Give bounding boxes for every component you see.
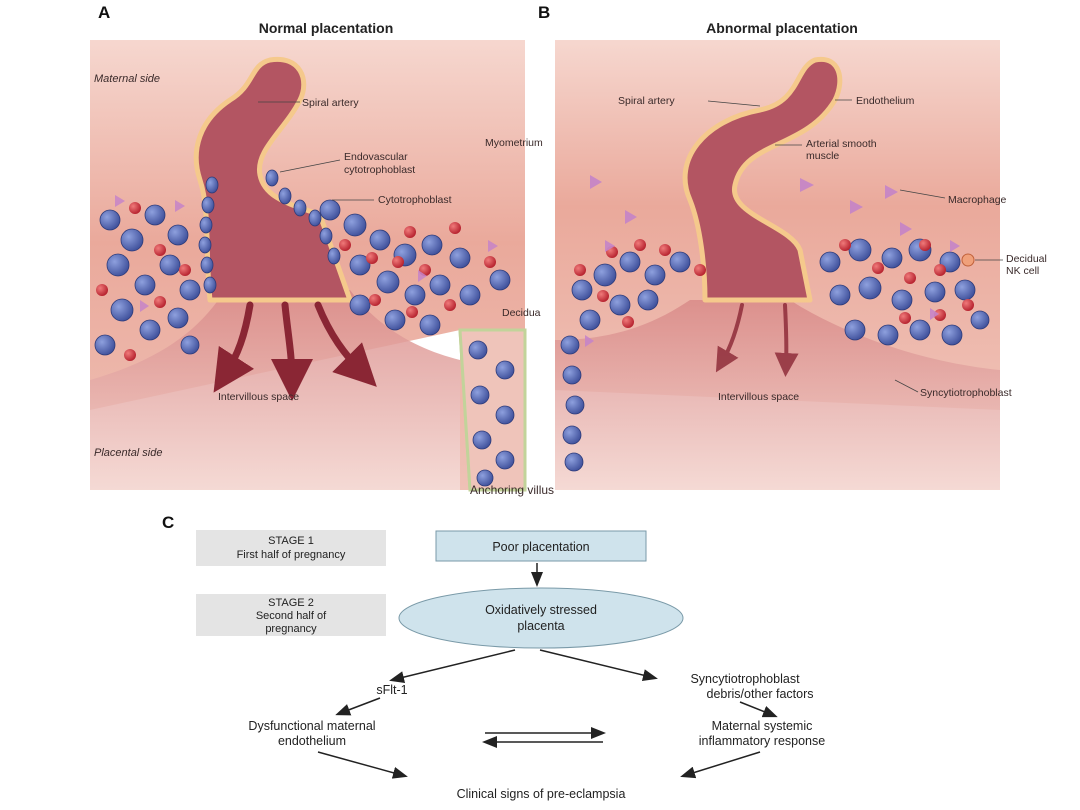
oxidative-text-2: placenta [517,619,564,633]
panel-b-letter: B [538,3,550,22]
label-anchoring-villus: Anchoring villus [470,483,554,497]
panel-b-blood-flow-arrows [715,303,799,377]
panel-b-placental-area [555,300,1000,490]
label-decidua: Decidua [502,307,541,319]
arrow-systemic-to-clinical [680,751,761,779]
label-endovascular-1: Endovascular [344,151,408,163]
decidual-nk-cell [961,253,975,267]
label-syncytiotrophoblast: Syncytiotrophoblast [920,387,1012,399]
panel-a-letter: A [98,3,110,22]
panel-b: B Abnormal placentation Spiral artery En… [538,3,1047,490]
label-maternal-side: Maternal side [94,73,160,85]
label-cytotrophoblast: Cytotrophoblast [378,194,452,206]
arrow-to-sflt [389,649,516,683]
panel-a-blood-flow-arrows [213,301,377,401]
panel-a: A Normal placentation Maternal side Spir… [90,3,527,492]
stage-1-title: STAGE 1 [268,535,314,547]
stage-2-desc-1: Second half of [256,610,327,622]
dysfunctional-text-2: endothelium [278,734,346,748]
panel-b-decidual-cells-left [560,175,706,472]
label-myometrium: Myometrium [485,137,543,149]
syncytio-text-1: Syncytiotrophoblast [690,672,800,686]
arrow-endothelium-to-clinical [317,751,408,779]
label-placental-side: Placental side [94,447,163,459]
label-endothelium: Endothelium [856,95,915,107]
panel-c-letter: C [162,513,174,532]
oxidative-text-1: Oxidatively stressed [485,603,597,617]
panel-b-decidual-cells-right [800,178,990,346]
poor-placentation-text: Poor placentation [492,540,589,554]
stage-1-desc: First half of pregnancy [237,549,346,561]
arrow-sflt-to-endothelium [335,697,381,716]
panel-a-endovascular-cells [198,169,341,294]
arrow-to-systemic [739,701,778,718]
stage-2-title: STAGE 2 [268,597,314,609]
arrow-to-syncytio [539,649,658,681]
label-decidual-2: NK cell [1006,265,1039,277]
sflt-text: sFlt-1 [376,683,407,697]
panel-c: C STAGE 1 First half of pregnancy Poor p… [162,513,825,801]
stage-1-box [196,530,386,566]
label-b-spiral-artery: Spiral artery [618,95,675,107]
dysfunctional-text-1: Dysfunctional maternal [248,719,375,733]
label-b-intervillous: Intervillous space [718,391,799,403]
label-decidual-1: Decidual [1006,253,1047,265]
oxidative-ellipse [398,587,684,649]
panel-b-title: Abnormal placentation [706,20,858,36]
label-smooth-1: Arterial smooth [806,138,877,150]
label-a-spiral-artery: Spiral artery [302,97,359,109]
stage-2-box [196,594,386,636]
label-endovascular-2: cytotrophoblast [344,164,415,176]
panel-a-decidual-cells-left [94,195,201,361]
panel-b-spiral-artery [682,56,843,303]
poor-placentation-box [435,530,647,562]
panel-a-title: Normal placentation [259,20,394,36]
label-a-intervillous: Intervillous space [218,391,299,403]
systemic-text-2: inflammatory response [699,734,825,748]
label-macrophage: Macrophage [948,194,1007,206]
clinical-signs-text: Clinical signs of pre-eclampsia [457,787,626,801]
stage-2-desc-2: pregnancy [265,623,317,635]
syncytio-text-2: debris/other factors [707,687,814,701]
systemic-text-1: Maternal systemic [712,719,813,733]
panel-a-spiral-artery [193,56,353,303]
panel-divider [525,40,555,495]
label-smooth-2: muscle [806,150,839,162]
anchoring-villus-cells [468,340,515,487]
